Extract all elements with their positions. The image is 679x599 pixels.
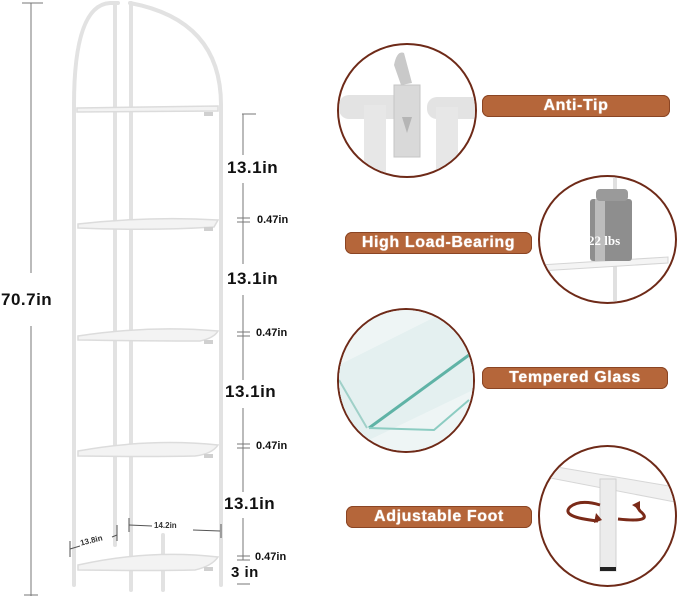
feature-label-anti-tip: Anti-Tip [482,95,670,117]
weight-icon: 22 lbs [538,175,677,304]
shelf-gap-label: 13.1in [227,158,279,177]
glass-thickness-label: 0.47in [257,214,289,226]
feature-label-load-bearing: High Load-Bearing [345,232,532,254]
rotate-foot-icon [538,445,677,587]
corner-shelf-illustration [22,0,256,596]
feature-label-tempered-glass: Tempered Glass [482,367,668,389]
glass-thickness-label: 0.47in [256,440,288,452]
glass-thickness-label: 0.47in [256,327,288,339]
glass-thickness-label: 0.47in [255,551,287,563]
foot-height-label: 3 in [231,564,259,581]
feature-label-adjustable-foot: Adjustable Foot [346,506,532,528]
total-height-label: 70.7in [1,290,53,309]
shelf-gap-label: 13.1in [224,494,276,513]
weight-badge: 22 lbs [588,233,621,248]
glass-panel-icon [337,308,475,453]
shelf-gap-label: 13.1in [227,269,279,288]
anti-tip-strap-icon [337,43,477,178]
shelf-width-label: 14.2in [154,521,177,530]
shelf-gap-label: 13.1in [225,382,277,401]
